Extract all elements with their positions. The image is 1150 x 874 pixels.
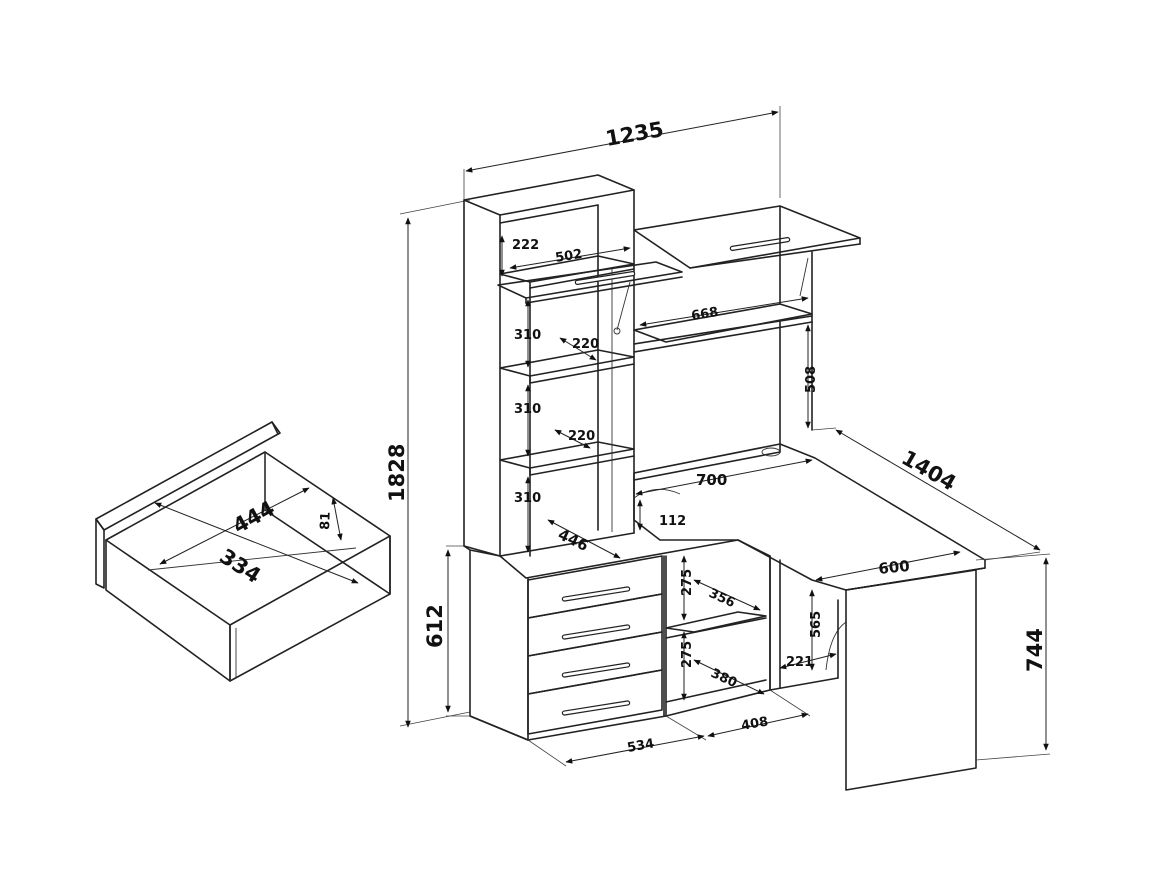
niche-width-label: 408 — [740, 714, 769, 733]
desk-top-width-label: 700 — [696, 471, 727, 489]
shelf-depth-2-label: 220 — [568, 429, 595, 444]
shelf-2-label: 310 — [514, 402, 541, 417]
corner-label: 112 — [659, 514, 686, 529]
desk-depth-label: 1404 — [898, 446, 961, 496]
overall-width-label: 1235 — [604, 117, 666, 151]
upper-shelf-width-label: 668 — [690, 305, 719, 324]
niche-depth-1-label: 356 — [706, 586, 737, 611]
shelf-3-label: 310 — [514, 491, 541, 506]
top-shelf-label: 222 — [512, 238, 539, 253]
shelf-1-label: 310 — [514, 328, 541, 343]
top-width-label: 502 — [554, 247, 583, 266]
leg-depth-label: 221 — [786, 655, 813, 670]
desk-assembly — [399, 106, 1051, 791]
drawer-depth-label: 334 — [215, 544, 265, 588]
niche-depth-2-label: 380 — [708, 666, 739, 691]
drawer-handle-1 — [561, 586, 631, 602]
niche-1-label: 275 — [680, 569, 695, 596]
leg-height-label: 565 — [809, 611, 824, 638]
lift-door-handle-left — [574, 271, 636, 285]
lift-door-handle-right — [729, 237, 791, 251]
drawer-height-label: 81 — [318, 512, 334, 531]
return-width-label: 600 — [878, 557, 911, 578]
tower-depth-label: 446 — [555, 525, 591, 555]
drawer-handle-3 — [561, 662, 631, 678]
cabinet-width-label: 534 — [626, 736, 655, 755]
drawer-width-label: 444 — [229, 496, 279, 538]
cabinet-height-label: 612 — [423, 604, 447, 648]
drawer-handle-4 — [561, 700, 631, 716]
desk-height-label: 744 — [1023, 628, 1047, 672]
rear-height-label: 508 — [804, 366, 819, 393]
overall-height-label: 1828 — [385, 444, 409, 502]
drawer-illustration — [95, 421, 391, 682]
niche-2-label: 275 — [680, 641, 695, 668]
shelf-depth-1-label: 220 — [572, 337, 599, 352]
drawer-handle-2 — [561, 624, 631, 640]
